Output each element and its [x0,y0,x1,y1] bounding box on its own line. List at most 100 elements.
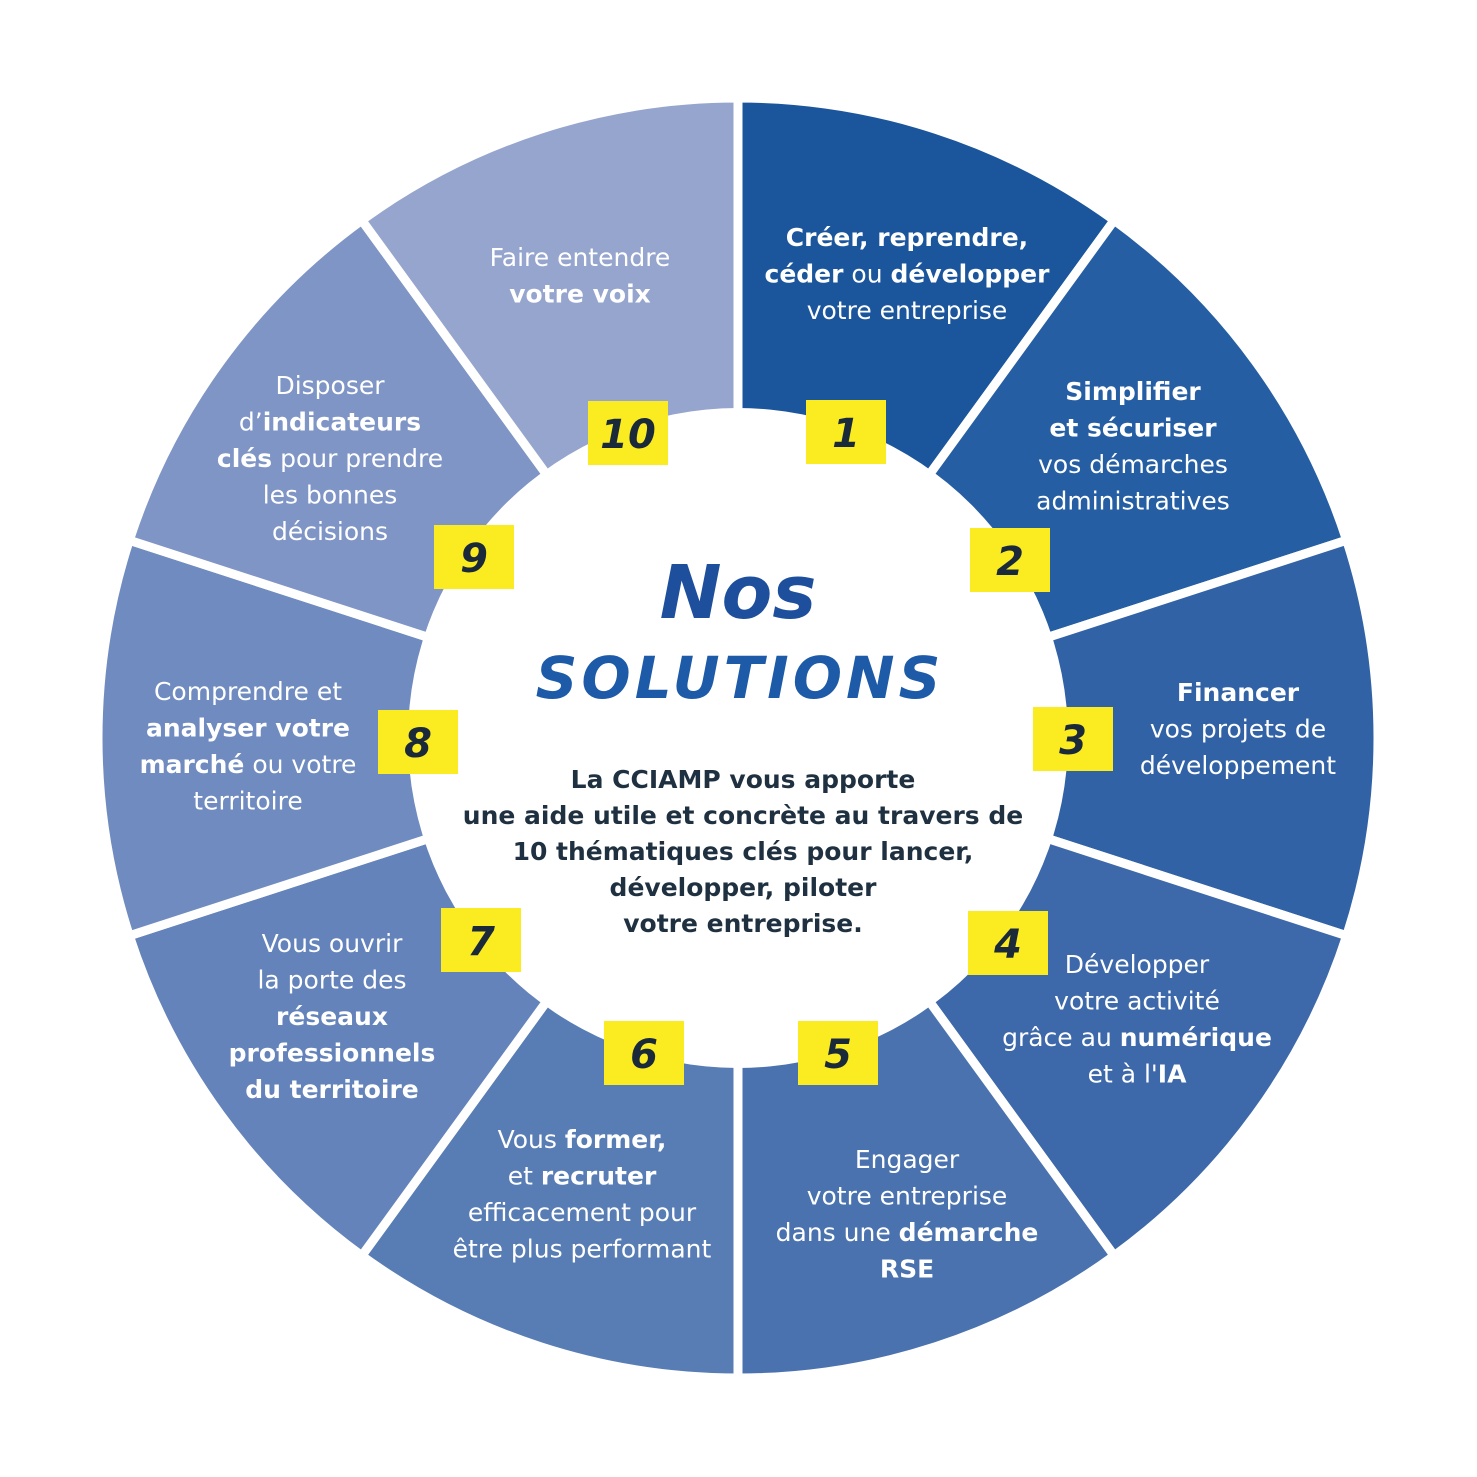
label-run: RSE [880,1255,934,1284]
label-run: Développer [1065,950,1210,979]
label-run: Engager [855,1145,960,1174]
badge-box [434,525,514,589]
badge-box [798,1021,878,1085]
number-badge-10: 10 [588,401,668,465]
badge-number: 6 [630,1032,658,1078]
label-run: d’ [239,408,263,437]
segment-label-line: marché ou votre [140,750,357,779]
number-badge-1: 1 [806,400,886,464]
label-run: former, [565,1125,667,1154]
label-run: efficacement pour [468,1198,697,1227]
number-badge-5: 5 [798,1021,878,1085]
segment-label-line: Engager [855,1145,960,1174]
badge-box [378,710,458,774]
badge-number: 4 [993,922,1022,968]
badge-number: 9 [460,536,488,582]
segment-label-line: votre voix [509,280,651,309]
badge-box [588,401,668,465]
badge-number: 5 [824,1032,852,1078]
label-run: du territoire [245,1075,419,1104]
segment-label-5: Engager votre entreprise dans une démarche… [776,1145,1039,1284]
segment-label-10: Faire entendre votre voix [490,243,671,309]
label-run: ou votre [244,750,356,779]
label-run: grâce au [1002,1023,1120,1052]
number-badge-9: 9 [434,525,514,589]
segment-label-3: Financer vos projets de développement [1140,678,1336,780]
label-run: votre activité [1054,987,1220,1016]
label-run: indicateurs [263,408,421,437]
badge-box [968,911,1048,975]
label-run: développer [891,260,1051,289]
segment-label-line: vos démarches [1038,450,1228,479]
segment-label-8: Comprendre et analyser votre marché ou vot… [140,677,357,816]
badge-number: 3 [1059,718,1087,764]
description-line: votre entreprise. [623,909,863,938]
badge-number: 8 [404,721,432,767]
title-solutions: SOLUTIONS [536,644,945,712]
label-run: Simplifier [1065,377,1201,406]
label-run: la porte des [257,966,406,995]
label-run: dans une [776,1218,899,1247]
number-badge-7: 7 [441,908,521,972]
segment-label-line: du territoire [245,1075,419,1104]
label-run: vos projets de [1150,715,1326,744]
label-run: votre voix [509,280,651,309]
description-line: une aide utile et concrète au travers de [463,801,1023,830]
segment-label-line: et sécuriser [1049,414,1217,443]
number-badge-8: 8 [378,710,458,774]
description-line: La CCIAMP vous apporte [571,765,916,794]
label-run: développement [1140,751,1336,780]
label-run: Vous ouvrir [262,929,403,958]
segment-label-7: Vous ouvrir la porte des réseaux profession… [229,929,436,1104]
segment-label-line: Financer [1177,678,1300,707]
segment-label-line: administratives [1036,487,1230,516]
center-disc [408,408,1068,1068]
segment-label-line: grâce au numérique [1002,1023,1272,1052]
segment-label-line: réseaux [276,1002,388,1031]
segment-label-line: votre activité [1054,987,1220,1016]
label-run: marché [140,750,245,779]
segment-label-line: votre entreprise [807,1182,1008,1211]
title-nos: Nos [660,550,817,636]
label-run: démarche [899,1218,1039,1247]
label-run: territoire [193,787,302,816]
label-run: votre entreprise [807,1182,1008,1211]
segment-label-line: céder ou développer [765,260,1051,289]
label-run: professionnels [229,1039,436,1068]
label-run: céder [765,260,845,289]
segment-label-line: efficacement pour [468,1198,697,1227]
segment-label-2: Simplifier et sécuriser vos démarches admin… [1036,377,1230,516]
label-run: Disposer [275,371,385,400]
center-description: La CCIAMP vous apporte une aide utile et … [463,765,1023,938]
label-run: clés [217,444,272,473]
segment-label-line: Développer [1065,950,1210,979]
segment-label-line: Comprendre et [154,677,342,706]
segment-label-line: Simplifier [1065,377,1201,406]
badge-box [1033,707,1113,771]
segment-label-line: la porte des [257,966,406,995]
segment-label-line: les bonnes [263,481,398,510]
segment-label-4: Développer votre activité grâce au numériq… [1002,950,1272,1089]
label-run: numérique [1120,1023,1272,1052]
label-run: recruter [541,1162,657,1191]
label-run: analyser votre [146,714,350,743]
label-run: vos démarches [1038,450,1228,479]
badge-number: 7 [467,919,495,965]
badge-box [441,908,521,972]
center-title: Nos SOLUTIONS [536,550,945,712]
label-run: et sécuriser [1049,414,1217,443]
label-run: Faire entendre [490,243,671,272]
label-run: réseaux [276,1002,388,1031]
label-run: et à l' [1088,1060,1158,1089]
badge-number: 1 [832,411,860,457]
segment-label-line: Disposer [275,371,385,400]
label-run: les bonnes [263,481,398,510]
number-badge-3: 3 [1033,707,1113,771]
badge-box [806,400,886,464]
description-text: La CCIAMP vous apporte une aide utile et … [463,765,1023,938]
segment-label-line: territoire [193,787,302,816]
segment-label-line: et recruter [508,1162,657,1191]
